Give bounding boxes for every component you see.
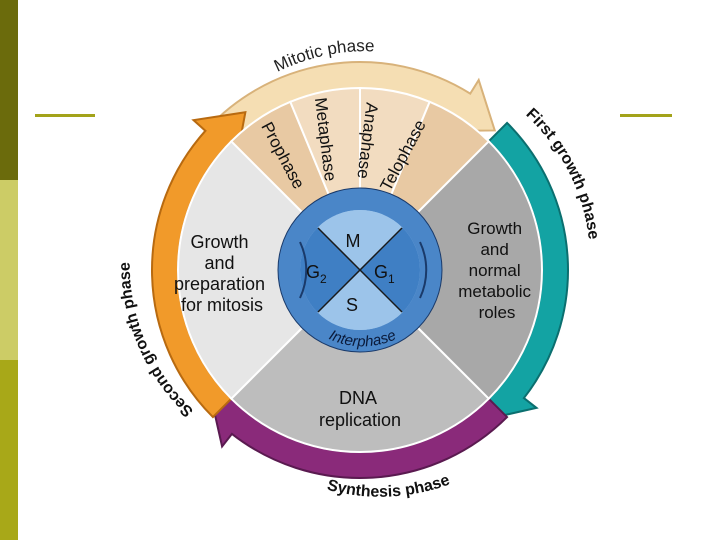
g1-sector-text: Growth and normal metabolic roles xyxy=(458,219,536,322)
quadrant-m xyxy=(317,210,403,270)
decorative-rule-right xyxy=(620,114,672,117)
quadrant-g2 xyxy=(300,227,360,313)
interphase-label: Interphase xyxy=(327,327,399,351)
sidebar-band-mid xyxy=(0,180,18,360)
s-sector-text: DNA replication xyxy=(319,388,401,430)
quadrant-divider-2 xyxy=(317,227,403,313)
sidebar-band-light xyxy=(0,360,18,540)
quadrant-g1 xyxy=(360,227,421,313)
center-label-g2: G2 xyxy=(306,262,327,286)
g2-sector-text: Growth and preparation for mitosis xyxy=(174,232,270,315)
center-label-s: S xyxy=(346,295,358,315)
sidebar-band-dark xyxy=(0,0,18,180)
quadrant-s xyxy=(317,270,403,331)
slide-sidebar xyxy=(0,0,18,540)
decorative-rule-left xyxy=(35,114,95,117)
ring-arc-left xyxy=(299,241,308,299)
ring-arc-right xyxy=(419,241,428,299)
center-label-m: M xyxy=(346,231,361,251)
center-label-g1: G1 xyxy=(374,262,395,286)
